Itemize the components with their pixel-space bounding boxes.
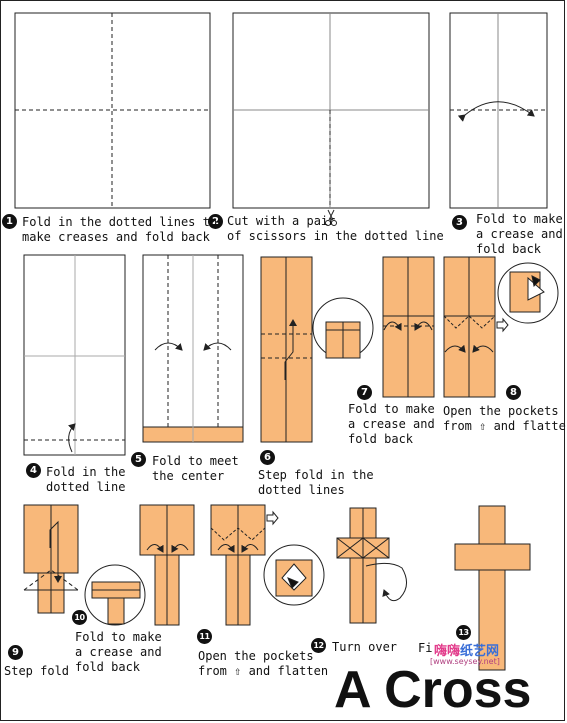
step-5-figure <box>142 254 244 443</box>
step-12-figure <box>336 507 407 624</box>
step-8-figure <box>443 256 559 398</box>
step-13-figure <box>454 505 531 671</box>
step-4-badge: 4 <box>26 463 41 478</box>
watermark-url: [www.seysey.net] <box>430 657 500 666</box>
step-12-badge: 12 <box>311 638 326 653</box>
step-6-badge: 6 <box>260 450 275 465</box>
watermark-logo: 嗨嗨纸艺网 <box>434 644 500 659</box>
step-12-caption: Turn over <box>332 640 398 654</box>
step-1-figure <box>14 12 211 209</box>
step-7-figure <box>382 256 435 398</box>
step-3-figure <box>449 12 548 209</box>
step-10-figure <box>139 504 195 626</box>
step-1-badge: 1 <box>2 214 17 229</box>
step-4-figure <box>23 254 126 456</box>
step-11-figure <box>210 504 325 626</box>
step-7-badge: 7 <box>357 385 372 400</box>
step-2-figure <box>232 12 430 209</box>
step-5-badge: 5 <box>131 452 146 467</box>
page-title: A Cross <box>334 661 532 719</box>
step-3-badge: 3 <box>452 215 467 230</box>
step-13-badge: 13 <box>456 625 471 640</box>
step-9-caption: Step fold <box>4 664 70 678</box>
step-8-badge: 8 <box>506 385 521 400</box>
step-2-badge: 2 <box>208 214 223 229</box>
step-13-caption: Fi <box>418 641 433 655</box>
step-10-badge: 10 <box>72 610 87 625</box>
scissors-icon <box>325 209 337 226</box>
step-11-badge: 11 <box>197 629 212 644</box>
step-9-badge: 9 <box>8 645 23 660</box>
step-6-figure <box>260 256 374 443</box>
step-9-figure <box>23 504 146 626</box>
